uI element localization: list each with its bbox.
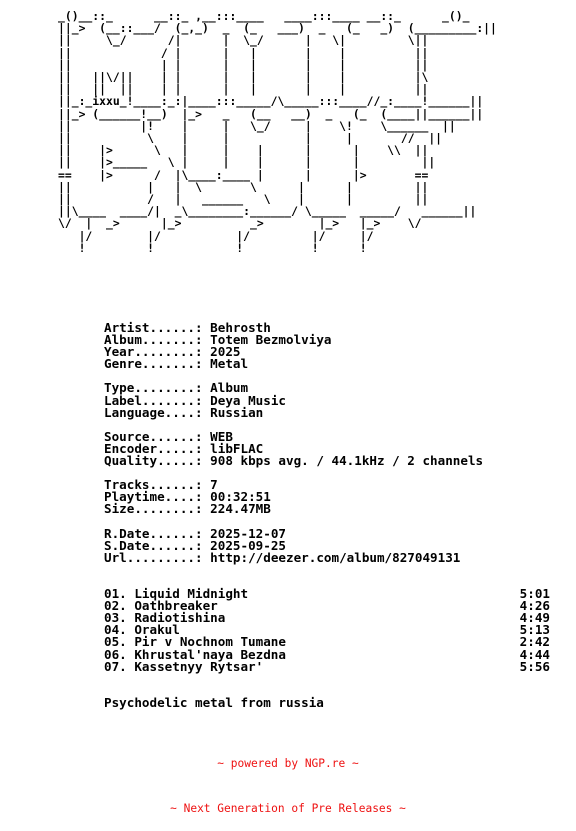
- sdate-value: 2025-09-25: [210, 537, 286, 553]
- year-row: Year........: 2025: [104, 344, 241, 360]
- quality-row: Quality.....: 908 kbps avg. / 44.1kHz / …: [104, 453, 484, 469]
- source-row: Source......: WEB: [104, 428, 233, 444]
- playtime-row: Playtime....: 00:32:51: [104, 489, 271, 505]
- source-value: WEB: [210, 428, 233, 444]
- label-value: Deya Music: [210, 392, 286, 408]
- size-value: 224.47MB: [210, 501, 271, 517]
- label-row: Label.......: Deya Music: [104, 392, 286, 408]
- footer: ~ powered by NGP.re ~ ~ Next Generation …: [0, 726, 576, 831]
- ascii-art-logo: _()__::_ __::_ ,__:::____ ____:::____ __…: [58, 9, 497, 255]
- list-item: 07. Kassetnyy Rytsar'5:56: [104, 658, 550, 674]
- language-row: Language....: Russian: [104, 404, 264, 420]
- encoder-value: libFLAC: [210, 440, 264, 456]
- year-value: 2025: [210, 344, 241, 360]
- release-info: Artist......: Behrosth Album.......: Tot…: [104, 320, 564, 710]
- encoder-row: Encoder.....: libFLAC: [104, 440, 264, 456]
- artist-row: Artist......: Behrosth: [104, 320, 271, 335]
- album-row: Album.......: Totem Bezmolviya: [104, 332, 332, 348]
- artist-value: Behrosth: [210, 320, 271, 335]
- sdate-row: S.Date......: 2025-09-25: [104, 537, 286, 553]
- playtime-value: 00:32:51: [210, 489, 271, 505]
- language-value: Russian: [210, 404, 264, 420]
- rdate-value: 2025-12-07: [210, 525, 286, 541]
- footer-tagline: ~ Next Generation of Pre Releases ~: [170, 802, 406, 815]
- size-row: Size........: 224.47MB: [104, 501, 271, 517]
- tracks-row: Tracks......: 7: [104, 477, 218, 493]
- url-row: Url.........: http://deezer.com/album/82…: [104, 549, 461, 565]
- genre-row: Genre.......: Metal: [104, 356, 249, 372]
- url-value: http://deezer.com/album/827049131: [210, 549, 461, 565]
- type-row: Type........: Album: [104, 380, 249, 396]
- description: Psychodelic metal from russia: [104, 694, 324, 710]
- footer-powered-by: ~ powered by NGP.re ~: [217, 757, 359, 770]
- rdate-row: R.Date......: 2025-12-07: [104, 525, 286, 541]
- quality-value: 908 kbps avg. / 44.1kHz / 2 channels: [210, 453, 484, 469]
- genre-value: Metal: [210, 356, 249, 372]
- tracks-value: 7: [210, 477, 218, 493]
- type-value: Album: [210, 380, 249, 396]
- album-value: Totem Bezmolviya: [210, 332, 332, 348]
